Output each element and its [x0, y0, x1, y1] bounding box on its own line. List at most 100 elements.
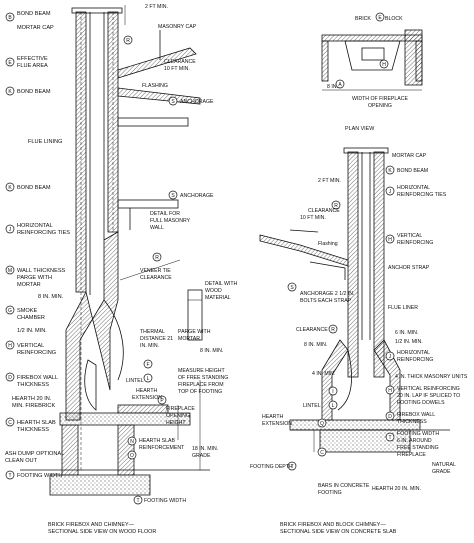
callout-n-letter: N: [130, 439, 134, 445]
r-label-horizontal-2: HORIZONTAL: [397, 350, 430, 356]
right-callouts: K J R H S R J I H L D Q T C T: [287, 165, 395, 471]
r-callout-d: [385, 411, 395, 421]
r-label-fw2: THICKNESS: [397, 419, 427, 425]
label-half-inch: 1/2 IN. MIN.: [17, 328, 47, 334]
r-label-four-thick: 4 IN. THICK MASONRY UNITS: [395, 374, 468, 380]
r-label-bond-beam: BOND BEAM: [397, 168, 428, 174]
callout-t-letter: T: [8, 473, 11, 479]
label-firebox-wall: FIREBOX WALL: [17, 375, 58, 381]
right-roof: [259, 234, 349, 267]
label-reinforcing: REINFORCING: [17, 350, 56, 356]
callout-k1-letter: K: [8, 89, 12, 95]
r-callout-k: [385, 165, 395, 175]
left-section: [20, 5, 210, 496]
label-material: MATERIAL: [205, 295, 231, 301]
label-eighteen: 18 IN. MIN.: [192, 446, 218, 452]
callout-e-letter: E: [8, 60, 12, 66]
plan-left-wall: [321, 40, 329, 82]
label-bond-beam-top: BOND BEAM: [17, 11, 51, 17]
r-callout-t: [385, 432, 395, 442]
r-callout-s: [287, 282, 297, 292]
r-label-anchor-strap: ANCHOR STRAP: [388, 265, 430, 271]
callout-m: [5, 265, 15, 275]
r-callout-q-letter: Q: [320, 421, 324, 427]
callout-d: [5, 372, 15, 382]
callout-t: [5, 470, 15, 480]
callout-c: [5, 417, 15, 427]
label-eight-right: 8 IN. MIN.: [200, 348, 223, 354]
r-label-two-ft: 2 FT MIN.: [318, 178, 341, 184]
r-callout-l: [328, 400, 338, 410]
label-detail-for: DETAIL FOR: [150, 211, 180, 217]
r-label-vr1: VERTICAL REINFORCING: [397, 386, 460, 392]
hearth-extension: [117, 404, 169, 414]
label-wall-thickness: WALL THICKNESS: [17, 268, 66, 274]
r-label-clearance: CLEARANCE: [308, 208, 340, 214]
label-opening: OPENING: [166, 413, 190, 419]
callout-o-letter: O: [130, 453, 134, 459]
left-labels: BOND BEAM MORTAR CAP EFFECTIVE FLUE AREA…: [5, 4, 238, 535]
r-callout-c-letter: C: [320, 450, 324, 456]
label-anchorage-2: ANCHORAGE: [180, 193, 214, 199]
label-veneer-clearance: CLEARANCE: [140, 275, 172, 281]
label-footing-width-right: FOOTING WIDTH: [144, 498, 186, 504]
callout-m-letter: M: [8, 268, 12, 274]
r-callout-i: [328, 386, 338, 396]
label-effective: EFFECTIVE: [17, 56, 48, 62]
label-hearth: HEARTH: [136, 388, 157, 394]
plan-firebox: [344, 40, 401, 71]
r-label-vertical-reinforcing: REINFORCING: [397, 240, 433, 246]
label-parge-with-right: PARGE WITH: [178, 329, 211, 335]
callout-j: [5, 224, 15, 234]
callout-g-letter: G: [8, 308, 12, 314]
r-label-bolts: BOLTS EACH STRAP: [300, 298, 352, 304]
r-callout-t2-letter: T: [290, 464, 293, 470]
callout-h: [5, 340, 15, 350]
callout-k2-letter: K: [8, 185, 12, 191]
label-chamber: CHAMBER: [17, 315, 45, 321]
footing: [49, 474, 151, 496]
r-label-extension: EXTENSION: [262, 421, 292, 427]
label-footing-width: FOOTING WIDTH: [17, 473, 62, 479]
label-eight-min: 8 IN. MIN.: [38, 294, 64, 300]
r-label-footing4: FIREPLACE: [397, 452, 426, 458]
r-callout-h-letter: H: [388, 237, 392, 243]
right-roof-top: [289, 229, 319, 233]
plan-callout-a-letter: A: [338, 82, 342, 88]
r-label-bars-footing: FOOTING: [318, 490, 342, 496]
left-callouts: B E K K J M G H D C T R S S R F L P N O …: [5, 12, 178, 505]
callout-p: [157, 395, 167, 405]
label-parge-mortar: MORTAR: [178, 336, 200, 342]
label-wood: WOOD: [205, 288, 222, 294]
left-caption-line2: SECTIONAL SIDE VIEW ON WOOD FLOOR: [48, 529, 156, 535]
callout-t2-letter: T: [136, 498, 139, 504]
callout-r: [123, 35, 133, 45]
label-fireplace: FIREPLACE: [166, 406, 195, 412]
callout-r2: [152, 252, 162, 262]
r-label-vr2: 20 IN. LAP IF SPLICED TO: [397, 393, 460, 399]
r-callout-q: [317, 418, 327, 428]
plan-label-block: BLOCK: [385, 16, 403, 22]
r-callout-l-letter: L: [332, 403, 335, 409]
label-anchorage-1: ANCHORAGE: [180, 99, 214, 105]
label-in-min: IN. MIN.: [140, 343, 159, 349]
callout-r2-letter: R: [155, 255, 159, 261]
plan-callout-h-letter: H: [382, 62, 386, 68]
label-thermal: THERMAL: [140, 329, 165, 335]
label-flashing: FLASHING: [142, 83, 168, 89]
callout-b: [5, 12, 15, 22]
plan-callout-e-letter: E: [378, 15, 382, 21]
label-slab-thickness: THICKNESS: [17, 427, 49, 433]
plan-view: BRICK BLOCK E H 8 IN. A WIDTH OF FIREPLA…: [321, 12, 423, 132]
right-mortar-cap: [343, 147, 389, 154]
right-caption-line1: BRICK FIREBOX AND BLOCK CHIMNEY—: [280, 522, 386, 528]
wood-detail: [187, 289, 203, 341]
right-chimney-wall-right: [373, 151, 385, 378]
label-top-of-footing: TOP OF FOOTING: [178, 389, 222, 395]
callout-g: [5, 305, 15, 315]
label-reinforcement: REINFORCEMENT: [139, 445, 185, 451]
callout-c-letter: C: [8, 420, 12, 426]
r-callout-d-letter: D: [388, 414, 392, 420]
